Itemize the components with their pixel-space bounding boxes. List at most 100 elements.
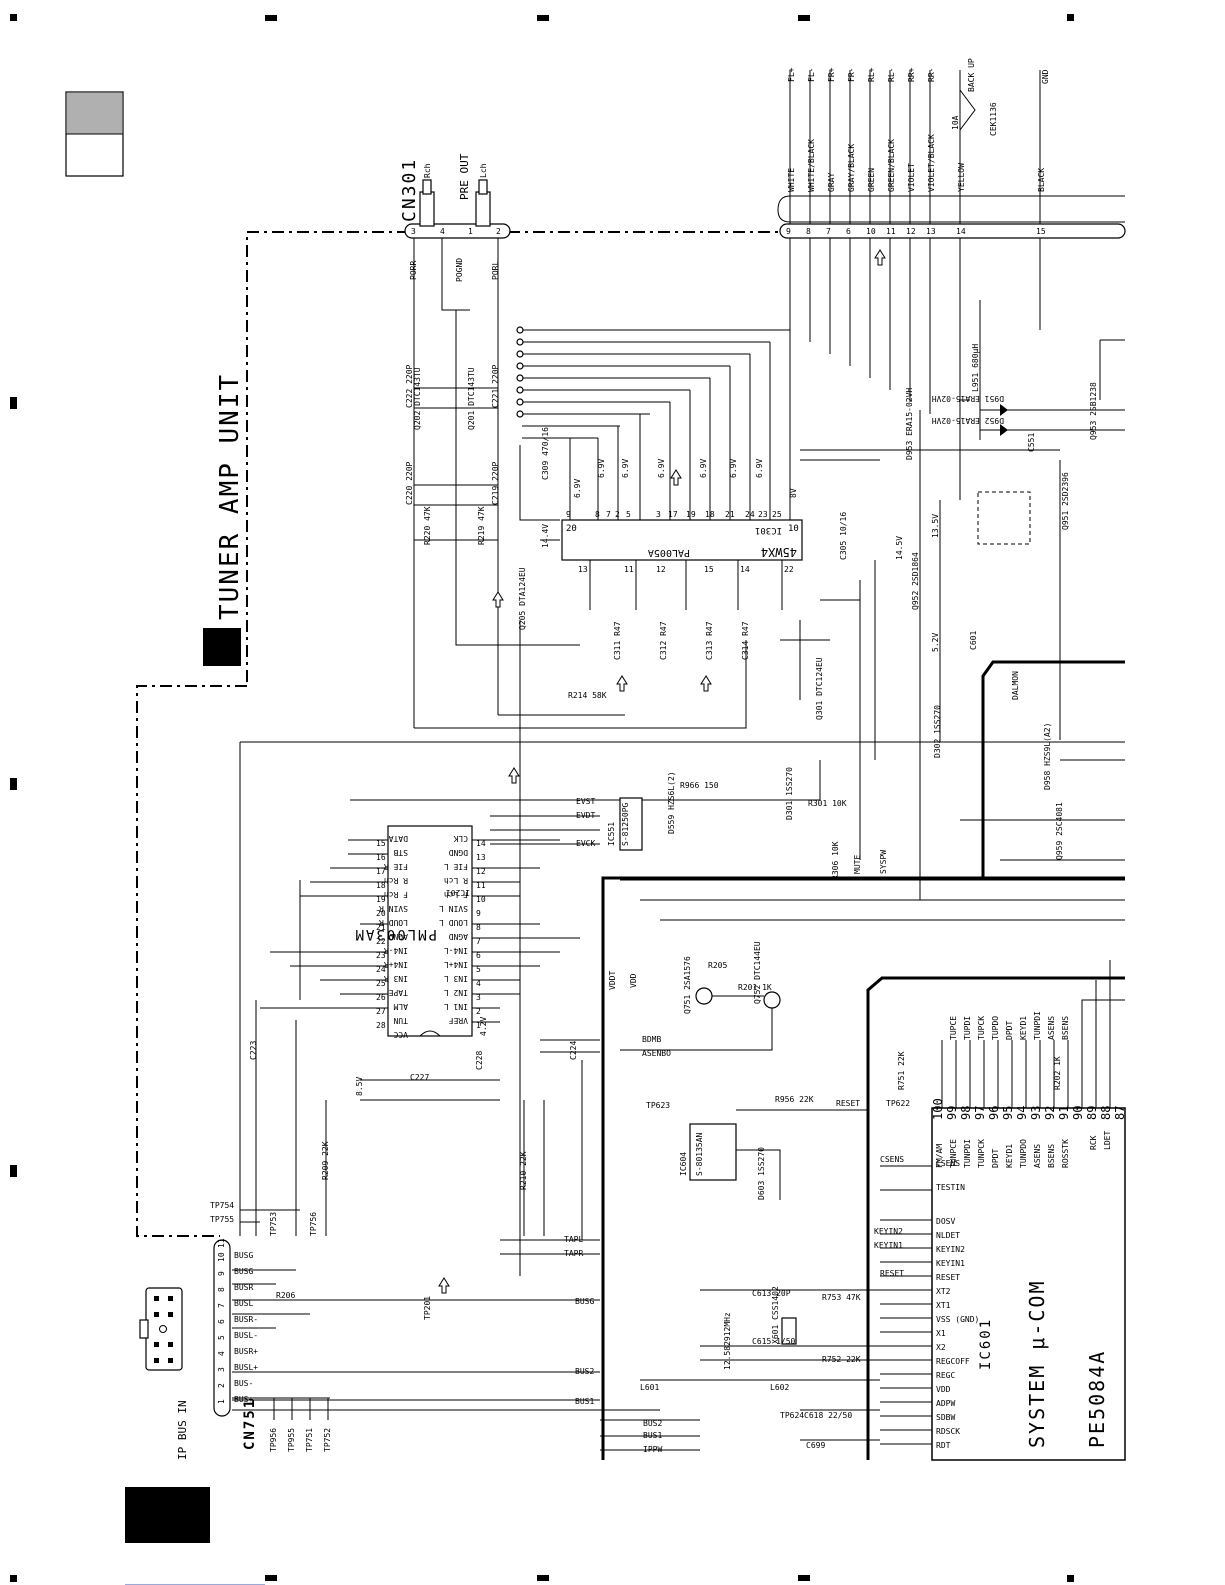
svg-text:19: 19 [376, 895, 386, 904]
q953-label: Q953 2SB1238 [1089, 382, 1098, 440]
svg-text:C613 20P: C613 20P [752, 1289, 791, 1298]
svg-text:DGND: DGND [449, 848, 468, 857]
svg-text:18: 18 [376, 881, 386, 890]
svg-text:TP752: TP752 [323, 1428, 332, 1452]
svg-text:26: 26 [376, 993, 386, 1002]
svg-text:BUSL: BUSL [234, 1299, 253, 1308]
ic201-right-pin-numbers: 14 13 12 11 10 9 8 7 6 5 4 3 2 1 [476, 839, 486, 1030]
registration-marks [10, 14, 1074, 1582]
svg-text:7: 7 [826, 227, 831, 236]
svg-text:96: 96 [987, 1106, 1001, 1120]
svg-text:WHITE/BLACK: WHITE/BLACK [807, 139, 816, 192]
q201-label: Q201 DTC143TU [467, 367, 476, 430]
ic604-reset: S-80135AN IC604 D603 1SS270 R956 22K TP6… [646, 1095, 868, 1200]
svg-text:9: 9 [476, 909, 481, 918]
title-marker [203, 628, 241, 666]
svg-text:TP751: TP751 [305, 1428, 314, 1452]
lower-left-labels: R209 22K R210 22K C223 C224 [249, 1000, 583, 1240]
net-reset-601: RESET [880, 1269, 904, 1278]
svg-text:GND: GND [1041, 69, 1050, 84]
svg-text:KEYIN1: KEYIN1 [936, 1259, 965, 1268]
c219-label: C219 220P [491, 461, 500, 505]
svg-text:GREEN: GREEN [867, 168, 876, 192]
c226-label: C227 [410, 1073, 429, 1082]
svg-text:BUS-: BUS- [234, 1379, 253, 1388]
svg-text:25: 25 [772, 510, 782, 519]
svg-text:95: 95 [1001, 1106, 1015, 1120]
svg-text:D603 1SS270: D603 1SS270 [757, 1147, 766, 1200]
svg-text:BUSG: BUSG [234, 1251, 253, 1260]
net-dalmon: DALMON [1011, 671, 1020, 700]
svg-text:X601 CSS1402: X601 CSS1402 [771, 1286, 780, 1344]
svg-text:VSS (GND): VSS (GND) [936, 1315, 979, 1324]
fuse-value: 10A [951, 115, 960, 130]
mid-wiring [239, 300, 1125, 1236]
svg-text:FIE R: FIE R [384, 862, 408, 871]
svg-text:C699: C699 [806, 1441, 825, 1450]
svg-text:24: 24 [376, 965, 386, 974]
svg-text:BUSG: BUSG [575, 1297, 594, 1306]
ic601-desc: SYSTEM μ-COM [1025, 1280, 1049, 1449]
svg-text:94: 94 [1015, 1106, 1029, 1120]
harness-net-labels: FL+ FL- FR+ FR- RL+ RL- RR+ RR- BACK UP … [787, 58, 1050, 92]
svg-text:YELLOW: YELLOW [957, 163, 966, 192]
d952-label: D952 ERA15-02VH [932, 416, 1004, 425]
svg-text:BACK UP: BACK UP [967, 58, 976, 92]
cn751-pin-numbers: 1 2 3 4 5 6 7 8 9 10 11 [217, 1238, 226, 1404]
svg-text:13: 13 [578, 565, 588, 574]
svg-text:TP753: TP753 [269, 1212, 278, 1236]
svg-text:TESTIN: TESTIN [936, 1183, 965, 1192]
ic201-right-labels: CLK DGND FIE L R Lch F Lch SVIN L LOUD L… [439, 834, 468, 1025]
svg-text:3: 3 [217, 1367, 226, 1372]
svg-text:23: 23 [758, 510, 768, 519]
svg-text:X2: X2 [936, 1343, 946, 1352]
svg-text:RDSCK: RDSCK [936, 1427, 960, 1436]
r220-label: R220 47K [423, 506, 432, 545]
cn751-ref: CN751 [242, 1398, 258, 1450]
svg-text:20: 20 [376, 909, 386, 918]
d302-label: D302 1SS270 [933, 705, 942, 758]
q202-label: Q202 DTC143TU [413, 367, 422, 430]
svg-text:5.2V: 5.2V [931, 633, 940, 652]
svg-text:IN4+L: IN4+L [444, 960, 468, 969]
svg-text:AGND: AGND [389, 932, 408, 941]
svg-text:ALM: ALM [393, 1002, 408, 1011]
svg-text:KEYD1: KEYD1 [1005, 1144, 1014, 1168]
cn301-rch: Rch [423, 163, 432, 178]
svg-text:VCC: VCC [393, 1030, 408, 1039]
tp622-label: TP622 [886, 1099, 910, 1108]
svg-text:91: 91 [1057, 1106, 1071, 1120]
svg-text:SYSPW: SYSPW [879, 850, 888, 874]
svg-text:21: 21 [376, 923, 386, 932]
svg-text:13: 13 [926, 227, 936, 236]
c225-label: C228 [475, 1051, 484, 1070]
ic551-regulator: S-81250PG IC551 D559 HZS6L(2) R966 150 [607, 771, 719, 851]
svg-text:ADPW: ADPW [936, 1399, 955, 1408]
svg-text:9: 9 [786, 227, 791, 236]
svg-text:TP755: TP755 [210, 1215, 234, 1224]
svg-text:BUSR: BUSR [234, 1283, 253, 1292]
svg-text:14: 14 [740, 565, 750, 574]
harness-pin-numbers: 9 8 7 6 10 11 12 13 14 15 [786, 227, 1046, 236]
svg-text:TP624: TP624 [780, 1411, 804, 1420]
svg-text:REGCOFF: REGCOFF [936, 1357, 970, 1366]
svg-text:SVIN L: SVIN L [439, 904, 468, 913]
svg-text:6: 6 [846, 227, 851, 236]
r307-label: R306 10K [831, 841, 840, 880]
cn301-connector: CN301 PRE OUT Rch Lch 3 4 1 2 PORR POGND… [399, 153, 511, 282]
svg-text:18: 18 [705, 510, 715, 519]
svg-text:10: 10 [866, 227, 876, 236]
svg-text:C223: C223 [249, 1041, 258, 1060]
svg-text:REGC: REGC [936, 1371, 955, 1380]
svg-text:FL+: FL+ [787, 67, 796, 82]
svg-text:87: 87 [1113, 1106, 1127, 1120]
d951-label: D951 ERA15-02VH [932, 394, 1004, 403]
ic301-power-amp: PAL005A 45WX4 IC301 10 20 9 8 7 2 5 3 17… [541, 330, 940, 660]
ic601-top-pin-numbers: 100 99 98 97 96 95 94 93 92 91 90 89 88 … [931, 1098, 1127, 1120]
svg-text:9: 9 [566, 510, 571, 519]
svg-text:R966 150: R966 150 [680, 781, 719, 790]
cn301-pin4: 4 [440, 227, 445, 236]
svg-text:90: 90 [1071, 1106, 1085, 1120]
svg-text:24: 24 [745, 510, 755, 519]
svg-text:2: 2 [615, 510, 620, 519]
